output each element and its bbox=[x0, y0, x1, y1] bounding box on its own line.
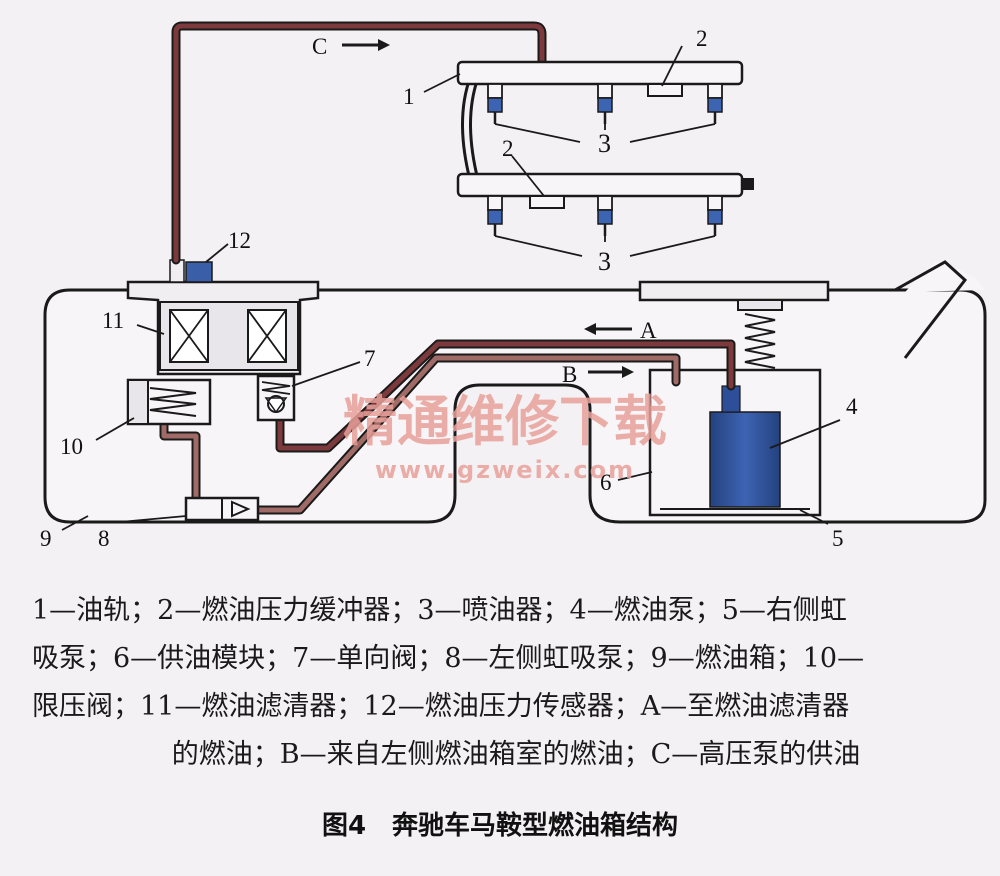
injectors-lower bbox=[487, 195, 723, 236]
label-2-upper: 2 bbox=[696, 26, 708, 51]
fuel-lines bbox=[159, 21, 736, 515]
legend-line: 吸泵；6—供油模块；7—单向阀；8—左侧虹吸泵；9—燃油箱；10— bbox=[32, 643, 865, 674]
injectors-upper bbox=[487, 83, 723, 124]
label-8: 8 bbox=[98, 526, 110, 551]
label-c: C bbox=[312, 34, 327, 59]
label-6: 6 bbox=[600, 470, 612, 495]
label-a: A bbox=[640, 318, 657, 343]
leader-lines bbox=[61, 45, 841, 531]
filler-neck-outline bbox=[894, 260, 968, 359]
fuel-pump bbox=[709, 411, 781, 508]
label-7: 7 bbox=[364, 346, 376, 371]
pressure-damper-upper bbox=[647, 83, 683, 97]
filler-neck bbox=[905, 262, 985, 292]
fuel-tank-diagram: 精通维修下载 www.gzweix.com 1 2 2 3 3 4 5 6 7 … bbox=[40, 21, 987, 551]
legend-line: 的燃油；B—来自左侧燃油箱室的燃油；C—高压泵的供油 bbox=[171, 739, 861, 770]
label-b: B bbox=[562, 362, 577, 387]
label-3-lower: 3 bbox=[598, 247, 611, 276]
legend-line: 1—油轨；2—燃油压力缓冲器；3—喷油器；4—燃油泵；5—右侧虹 bbox=[32, 595, 847, 626]
pressure-damper-lower bbox=[529, 195, 565, 209]
label-11: 11 bbox=[102, 308, 124, 333]
legend-line: 限压阀；11—燃油滤清器；12—燃油压力传感器；A—至燃油滤清器 bbox=[32, 691, 850, 722]
watermark-text: 精通维修下载 bbox=[343, 390, 667, 453]
part-labels: 1 2 2 3 3 4 5 6 7 8 9 10 11 12 A B C bbox=[40, 26, 858, 551]
arrow-c bbox=[342, 39, 390, 51]
label-1: 1 bbox=[403, 84, 415, 109]
label-10: 10 bbox=[60, 434, 83, 459]
right-flange bbox=[638, 280, 830, 302]
label-5: 5 bbox=[832, 526, 844, 551]
arrow-a bbox=[584, 323, 632, 335]
label-12: 12 bbox=[228, 228, 251, 253]
label-4: 4 bbox=[846, 394, 858, 419]
label-2-lower: 2 bbox=[502, 136, 514, 161]
label-3-upper: 3 bbox=[598, 129, 611, 158]
arrow-b bbox=[588, 366, 634, 378]
pressure-sensor bbox=[185, 261, 213, 283]
fuel-rail-lower bbox=[456, 172, 744, 198]
fuel-rail-upper bbox=[456, 60, 744, 86]
watermark-url: www.gzweix.com bbox=[375, 456, 635, 484]
spring bbox=[744, 313, 776, 369]
label-9: 9 bbox=[40, 526, 52, 551]
figure-caption: 图4 奔驰车马鞍型燃油箱结构 bbox=[321, 811, 679, 841]
